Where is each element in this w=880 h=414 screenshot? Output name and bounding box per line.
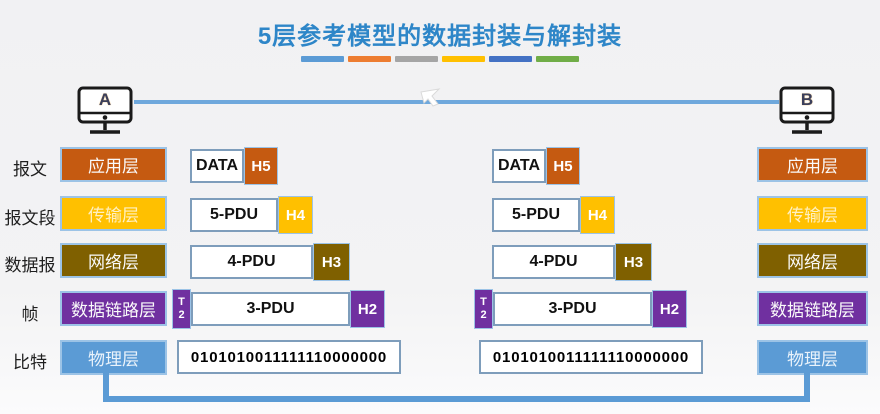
accent-dash xyxy=(442,56,485,62)
pdu-trailer-t2: T2 xyxy=(172,289,191,329)
computer-icon xyxy=(77,86,133,134)
host-b: B xyxy=(778,85,836,137)
unit-label-message: 报文 xyxy=(13,160,47,179)
layer-application-right: 应用层 xyxy=(757,147,868,182)
layer-network-right: 网络层 xyxy=(757,243,868,278)
unit-label-segment: 报文段 xyxy=(4,209,56,228)
pdu-payload: 5-PDU xyxy=(492,198,580,232)
layer-transport-right: 传输层 xyxy=(757,196,868,231)
physical-link-connector xyxy=(103,372,810,402)
layer-physical-left: 物理层 xyxy=(60,340,167,375)
pdu-header-h2: H2 xyxy=(350,290,385,328)
pdu-row-application-send: DATA H5 xyxy=(190,147,278,185)
pdu-payload: 4-PDU xyxy=(492,245,615,279)
pdu-row-transport-recv: 5-PDU H4 xyxy=(492,196,615,234)
unit-label-frame: 帧 xyxy=(21,305,39,324)
accent-dash xyxy=(395,56,438,62)
pdu-row-datalink-send: T2 3-PDU H2 xyxy=(172,289,385,329)
layer-datalink-left: 数据链路层 xyxy=(60,291,167,326)
accent-dash xyxy=(536,56,579,62)
pdu-row-application-recv: DATA H5 xyxy=(492,147,580,185)
pdu-header-h4: H4 xyxy=(580,196,615,234)
network-link-line xyxy=(134,100,779,104)
pdu-trailer-t2: T2 xyxy=(474,289,493,329)
pdu-header-h3: H3 xyxy=(313,243,350,281)
pdu-payload: DATA xyxy=(190,149,244,183)
pdu-header-h5: H5 xyxy=(244,147,278,185)
pdu-header-h5: H5 xyxy=(546,147,580,185)
pdu-payload: DATA xyxy=(492,149,546,183)
bit-stream: 0101010011111110000000 xyxy=(479,340,703,374)
accent-dash xyxy=(301,56,344,62)
pdu-row-datalink-recv: T2 3-PDU H2 xyxy=(474,289,687,329)
unit-label-datagram: 数据报 xyxy=(4,256,56,275)
host-a: A xyxy=(76,85,134,137)
unit-label-bit: 比特 xyxy=(13,353,47,372)
pdu-payload: 3-PDU xyxy=(493,292,652,326)
pdu-payload: 4-PDU xyxy=(190,245,313,279)
pdu-row-network-send: 4-PDU H3 xyxy=(190,243,350,281)
pdu-header-h4: H4 xyxy=(278,196,313,234)
layer-network-left: 网络层 xyxy=(60,243,167,278)
layer-physical-right: 物理层 xyxy=(757,340,868,375)
page-title: 5层参考模型的数据封装与解封装 xyxy=(257,23,623,50)
pdu-header-h2: H2 xyxy=(652,290,687,328)
pdu-payload: 5-PDU xyxy=(190,198,278,232)
host-a-label: A xyxy=(98,90,112,109)
mouse-cursor-icon xyxy=(420,88,441,107)
pdu-header-h3: H3 xyxy=(615,243,652,281)
layer-transport-left: 传输层 xyxy=(60,196,167,231)
title-underline xyxy=(0,56,880,62)
layer-application-left: 应用层 xyxy=(60,147,167,182)
layer-datalink-right: 数据链路层 xyxy=(757,291,868,326)
pdu-row-network-recv: 4-PDU H3 xyxy=(492,243,652,281)
pdu-row-transport-send: 5-PDU H4 xyxy=(190,196,313,234)
pdu-row-physical-send: 0101010011111110000000 xyxy=(177,340,401,374)
pdu-payload: 3-PDU xyxy=(191,292,350,326)
bit-stream: 0101010011111110000000 xyxy=(177,340,401,374)
accent-dash xyxy=(348,56,391,62)
host-b-label: B xyxy=(800,90,814,109)
computer-icon xyxy=(779,86,835,134)
pdu-row-physical-recv: 0101010011111110000000 xyxy=(479,340,703,374)
accent-dash xyxy=(489,56,532,62)
